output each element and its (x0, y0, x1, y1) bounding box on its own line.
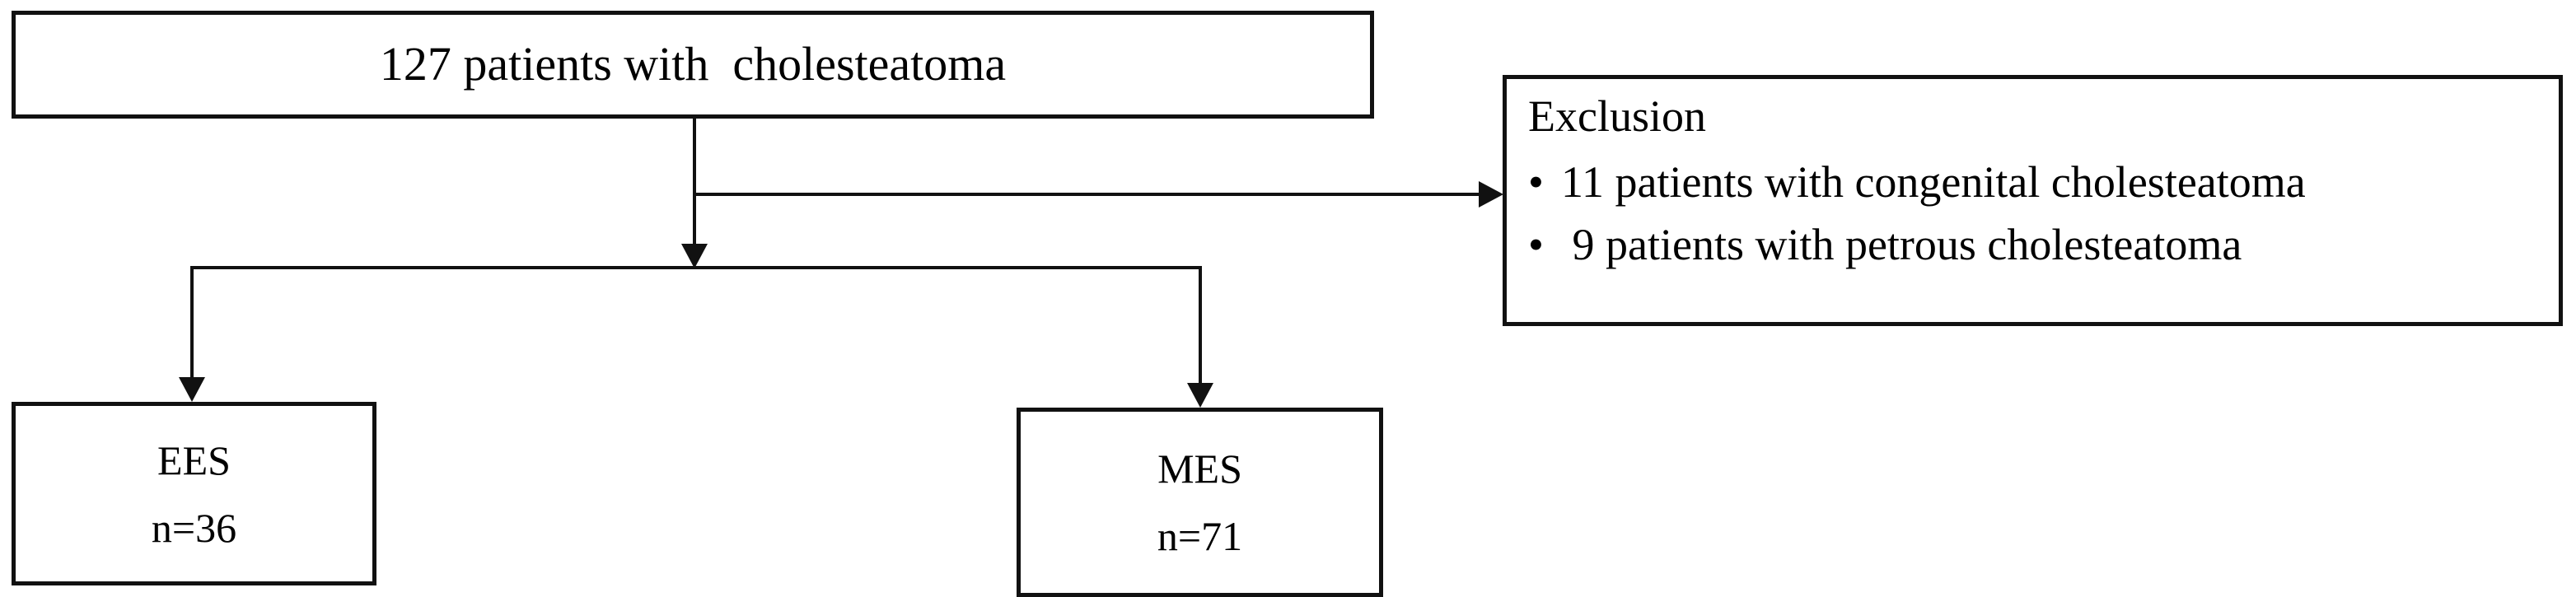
connector-cohort-to-split (693, 118, 696, 247)
node-ees: EES n=36 (12, 402, 376, 585)
ees-label: EES (157, 436, 231, 483)
connector-split-to-mes (1199, 266, 1202, 385)
mes-label: MES (1157, 445, 1242, 492)
cohort-label: 127 patients with cholesteatoma (379, 37, 1007, 91)
exclusion-item-congenital: • 11 patients with congenital cholesteat… (1528, 160, 2559, 204)
exclusion-item-petrous: • 9 patients with petrous cholesteatoma (1528, 222, 2559, 267)
arrowhead-down-icon (1187, 383, 1213, 408)
arrowhead-down-icon (179, 377, 205, 402)
exclusion-title: Exclusion (1528, 91, 1706, 141)
arrowhead-right-icon (1479, 181, 1503, 208)
ees-count: n=36 (151, 504, 237, 551)
node-exclusion: Exclusion • 11 patients with congenital … (1503, 75, 2563, 326)
arrowhead-down-icon (681, 244, 708, 268)
exclusion-item-label: 11 patients with congenital cholesteatom… (1561, 157, 2306, 207)
bullet-icon: • (1528, 157, 1544, 207)
connector-split-to-ees (190, 266, 194, 379)
node-cohort: 127 patients with cholesteatoma (12, 11, 1374, 119)
bullet-icon: • (1528, 220, 1544, 269)
exclusion-item-label: 9 patients with petrous cholesteatoma (1561, 220, 2242, 269)
node-mes: MES n=71 (1017, 408, 1383, 597)
connector-cohort-to-exclusion (693, 193, 1482, 196)
mes-count: n=71 (1157, 513, 1243, 559)
